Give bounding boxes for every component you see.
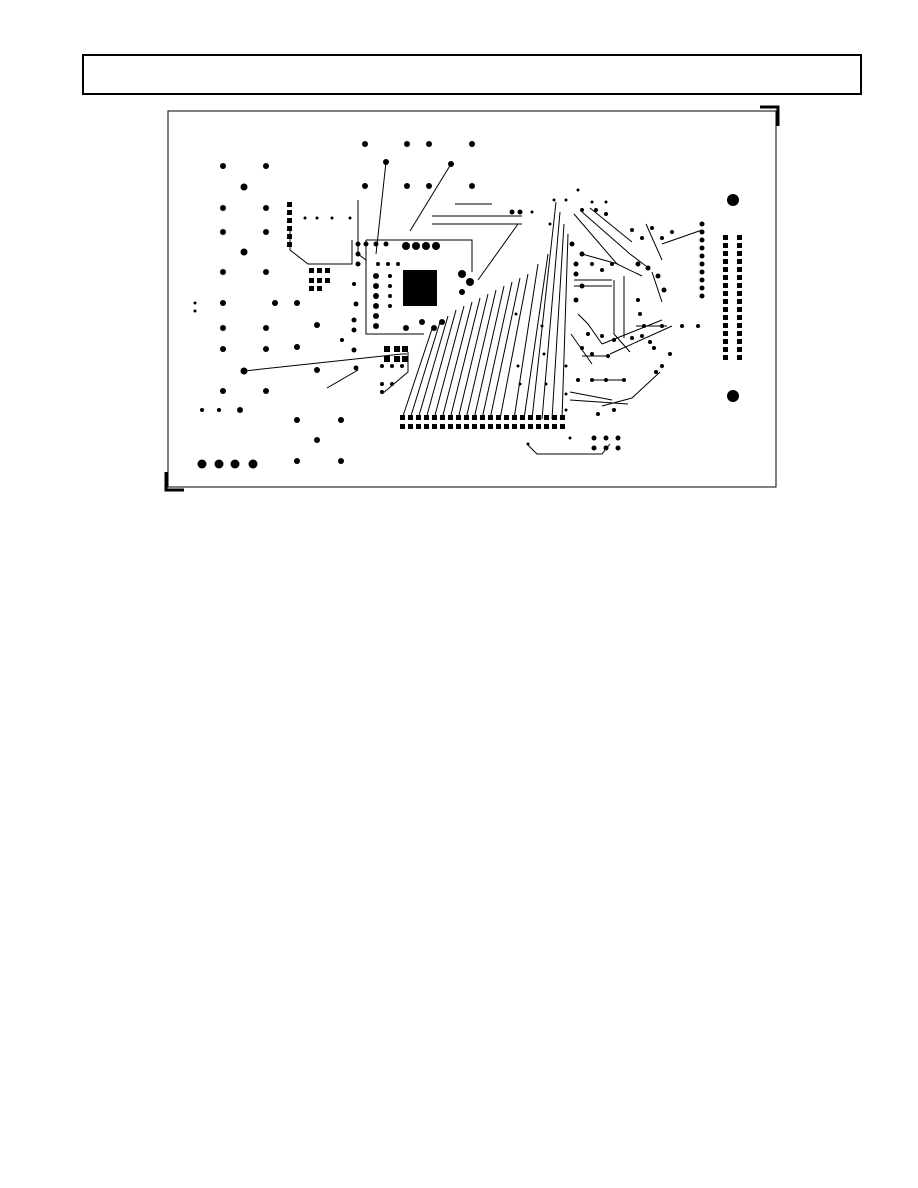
registration-mark-top-right — [760, 105, 780, 126]
pcb-board-svg — [164, 105, 780, 492]
ic-outline-trace — [365, 239, 473, 335]
board-outline — [167, 110, 777, 488]
header-2-pads — [699, 221, 705, 299]
bottom-connector — [400, 415, 565, 429]
small-vias — [287, 188, 700, 451]
pcb-board-drawing — [162, 104, 782, 494]
mounting-hole — [727, 194, 739, 206]
left-pads — [193, 163, 344, 469]
fanout-traces — [401, 201, 569, 420]
right-header — [723, 235, 742, 360]
misc-traces — [243, 161, 703, 455]
top-pads — [362, 141, 475, 189]
mounting-hole — [727, 390, 739, 402]
title-box — [82, 54, 862, 95]
registration-mark-bottom-left — [164, 472, 184, 492]
ic-package — [403, 270, 437, 306]
